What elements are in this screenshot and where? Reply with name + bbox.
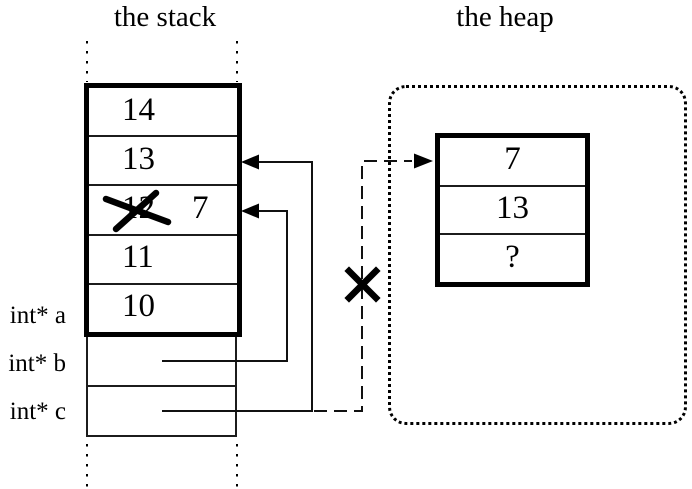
stack-cell-old-value: 12: [122, 190, 155, 227]
stack-cell-value: 14: [122, 91, 155, 128]
heap-cell-value: 13: [496, 190, 529, 227]
stack-cell-10: 10: [89, 282, 237, 332]
invalid-pointer-cross-icon: [344, 266, 381, 303]
heap-block-box: 7 13 ?: [435, 133, 590, 287]
label-int-ptr-a: int* a: [9, 302, 66, 329]
pointer-c-arrowhead-icon: [241, 154, 259, 170]
label-int-ptr-c: int* c: [9, 398, 66, 425]
label-int-ptr-b: int* b: [8, 350, 66, 377]
heap-cell-value: 7: [504, 141, 521, 178]
heap-cell-7: 7: [440, 138, 585, 185]
stack-cell-14: 14: [89, 88, 237, 135]
heap-title: the heap: [456, 1, 554, 33]
heap-cell-value: ?: [505, 238, 520, 275]
stack-cell-11: 11: [89, 233, 237, 283]
stack-cell-value: 11: [122, 239, 154, 276]
stack-title: the stack: [113, 1, 217, 33]
stack-cell-13: 13: [89, 135, 237, 184]
stack-cell-new-value: 7: [192, 190, 209, 227]
stack-frame-box: 14 13 12 7 11 10: [84, 83, 242, 337]
pointer-b-arrowhead-icon: [241, 203, 259, 219]
heap-cell-13: 13: [440, 184, 585, 234]
stack-cell-value: 13: [122, 140, 155, 177]
stack-cell-value: 10: [122, 288, 155, 325]
stack-cell-pointer-c: [86, 387, 237, 437]
stack-cell-12-overwritten: 12 7: [89, 184, 237, 233]
heap-cell-unknown: ?: [440, 233, 585, 282]
stack-cell-pointer-b: [86, 337, 237, 387]
